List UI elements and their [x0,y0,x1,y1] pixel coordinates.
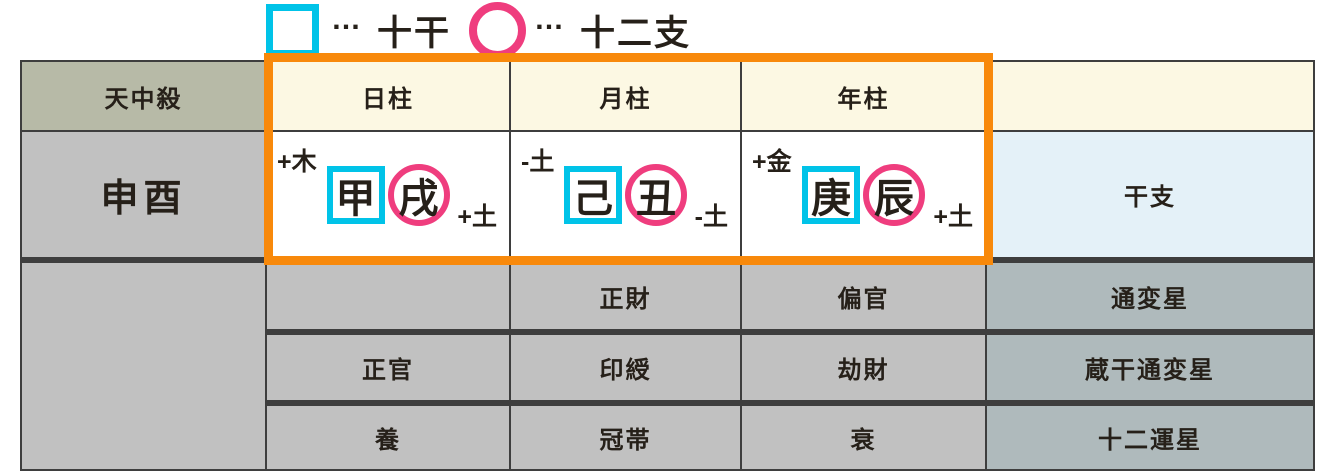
header-month-pillar: 月柱 [511,62,740,130]
month-branch-polarity: -土 [694,203,728,231]
zokan-tsuhensei-day: 正官 [267,331,509,400]
month-branch-circle: 丑 [625,163,687,226]
row-label-juni-unsei: 十二運星 [987,402,1313,469]
juni-unsei-year: 衰 [742,402,985,469]
year-pillar-cell: +金 庚 辰 +土 [742,132,985,257]
tsuhensei-year: 偏官 [742,259,985,329]
juni-unsei-day: 養 [267,402,509,469]
zokan-tsuhensei-month: 印綬 [511,331,740,400]
legend-dots: … [534,2,567,36]
day-stem-box: 甲 [326,165,385,224]
day-pillar-cell: +木 甲 戌 +土 [267,132,509,257]
header-year-pillar: 年柱 [742,62,985,130]
legend: … 十干 … 十二支 [266,1,692,59]
year-branch-polarity: +土 [933,203,973,231]
tsuhensei-month: 正財 [511,259,740,329]
year-branch-circle: 辰 [863,163,925,226]
header-day-pillar: 日柱 [267,62,509,130]
day-stem-polarity: +木 [277,148,317,176]
earthly-branch-legend-label: 十二支 [580,13,692,53]
header-tenchusatsu: 天中殺 [22,62,265,130]
month-pillar-cell: -土 己 丑 -土 [511,132,740,257]
tenchusatsu-value: 申酉 [22,132,265,257]
year-stem-box: 庚 [802,165,860,224]
tenchusatsu-empty-cell [22,259,265,469]
month-stem-polarity: -土 [521,148,555,176]
row-label-eto: 干支 [987,132,1313,257]
legend-dots: … [331,2,363,36]
day-branch-circle: 戌 [387,163,450,226]
zokan-tsuhensei-year: 劫財 [742,331,985,400]
tsuhensei-day [267,259,509,329]
day-branch-polarity: +土 [457,203,497,231]
heavenly-stem-legend-label: 十干 [377,13,452,53]
heavenly-stem-square-icon [266,3,319,57]
header-right-blank [987,62,1313,130]
pillars-table: 天中殺 日柱 月柱 年柱 申酉 +木 甲 戌 +土 -土 己 丑 -土 +金 庚… [20,60,1315,471]
row-label-zokan-tsuhensei: 蔵干通変星 [987,331,1313,400]
year-stem-polarity: +金 [752,148,792,176]
month-stem-box: 己 [564,165,622,224]
row-label-tsuhensei: 通変星 [987,259,1313,329]
earthly-branch-circle-icon [469,1,527,59]
juni-unsei-month: 冠帯 [511,402,740,469]
